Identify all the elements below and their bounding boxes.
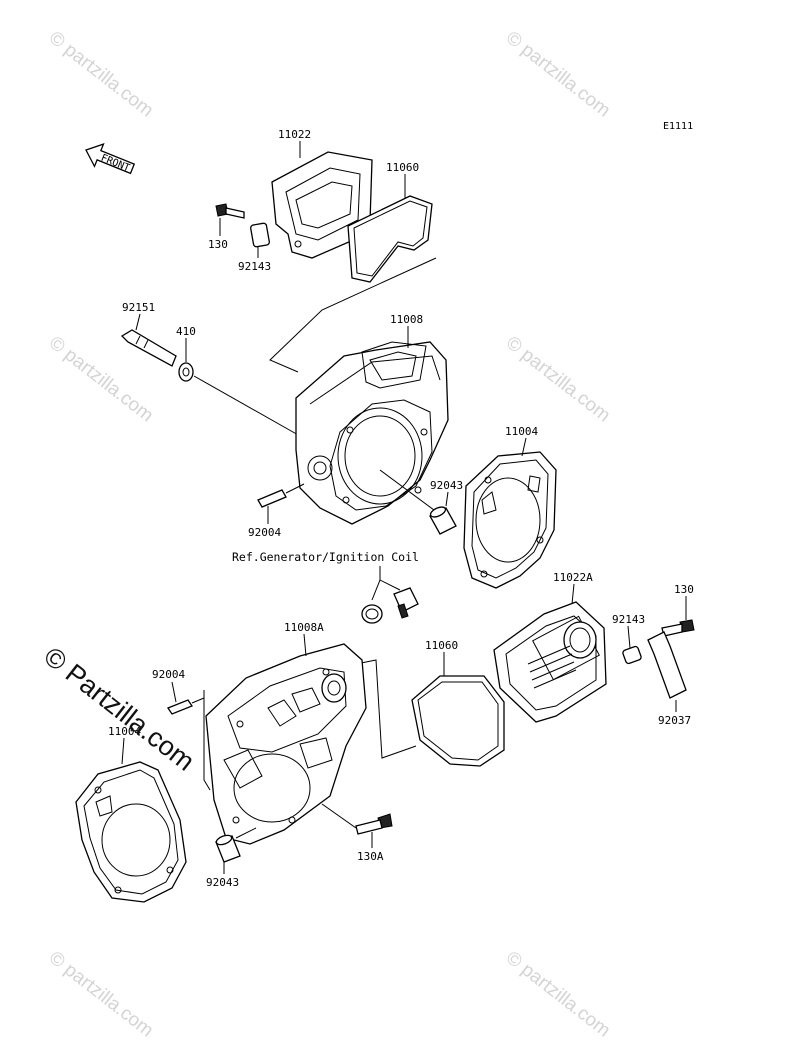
- leader-line: [121, 737, 125, 765]
- assembly-line: [203, 690, 211, 791]
- leader-line: [445, 491, 449, 507]
- head-gasket-left: [75, 761, 187, 903]
- dowel-92043-bottom: [215, 834, 241, 863]
- leader-line: [379, 579, 401, 591]
- part-number-410: 410: [176, 325, 196, 338]
- assembly-line: [235, 827, 257, 839]
- leader-line: [371, 566, 381, 601]
- bolt-bottom-right: [661, 619, 695, 637]
- dowel-92043-mid: [429, 506, 457, 535]
- bracket-92037: [647, 631, 687, 699]
- cover-gasket-top: [347, 195, 433, 283]
- front-arrow-icon: FRONT: [85, 143, 136, 175]
- part-number-11022: 11022: [278, 128, 311, 141]
- part-number-92004-bottom: 92004: [152, 668, 185, 681]
- leader-line: [571, 583, 575, 605]
- part-number-92004-mid: 92004: [248, 526, 281, 539]
- stud-92004-mid: [257, 489, 287, 508]
- part-number-11008: 11008: [390, 313, 423, 326]
- part-number-11060-bottom: 11060: [425, 639, 458, 652]
- watermark-small: © partzilla.com: [502, 332, 614, 426]
- dowel-pin-bottom-right: [622, 645, 642, 665]
- part-number-11004-left: 11004: [108, 725, 141, 738]
- part-number-11060-top: 11060: [386, 161, 419, 174]
- assembly-line: [355, 659, 417, 759]
- leader-line: [135, 313, 141, 331]
- part-number-92143-top: 92143: [238, 260, 271, 273]
- part-number-130A: 130A: [357, 850, 384, 863]
- part-number-92043-mid: 92043: [430, 479, 463, 492]
- part-number-11022A: 11022A: [553, 571, 593, 584]
- dowel-pin-top: [250, 222, 270, 248]
- part-number-92151: 92151: [122, 301, 155, 314]
- watermark-small: © partzilla.com: [45, 27, 157, 121]
- watermark-small: © partzilla.com: [45, 947, 157, 1041]
- head-gasket-right: [463, 451, 557, 589]
- leader-line: [627, 625, 631, 649]
- part-number-130-bottom-right: 130: [674, 583, 694, 596]
- leader-line: [303, 633, 307, 657]
- reference-note: Ref.Generator/Ignition Coil: [232, 550, 419, 564]
- leader-line: [521, 437, 527, 457]
- part-number-92143-bottom: 92143: [612, 613, 645, 626]
- stud-bolt-92151: [120, 329, 177, 367]
- part-number-11004-right: 11004: [505, 425, 538, 438]
- washer-410: [178, 362, 194, 382]
- sensor-with-oring: [361, 587, 419, 624]
- cylinder-head-cover-bottom: [493, 601, 607, 723]
- watermark-small: © partzilla.com: [502, 947, 614, 1041]
- bolt-top: [215, 203, 245, 219]
- cylinder-head-cover-top: [271, 151, 373, 259]
- cylinder-lower: [205, 643, 367, 845]
- assembly-line: [285, 483, 305, 494]
- assembly-line: [269, 257, 437, 373]
- assembly-line: [321, 803, 357, 829]
- part-number-92043-bottom: 92043: [206, 876, 239, 889]
- diagram-code: E1111: [663, 121, 693, 132]
- watermark-small: © partzilla.com: [502, 27, 614, 121]
- bolt-130A: [355, 813, 393, 835]
- cylinder-upper: [295, 341, 449, 525]
- assembly-line: [193, 375, 301, 437]
- part-number-130-top: 130: [208, 238, 228, 251]
- leader-line: [191, 697, 205, 704]
- assembly-line: [379, 469, 435, 511]
- stud-92004-bottom: [167, 699, 193, 715]
- leader-line: [171, 681, 177, 703]
- cover-gasket-bottom: [411, 675, 505, 767]
- part-number-11008A: 11008A: [284, 621, 324, 634]
- part-number-92037: 92037: [658, 714, 691, 727]
